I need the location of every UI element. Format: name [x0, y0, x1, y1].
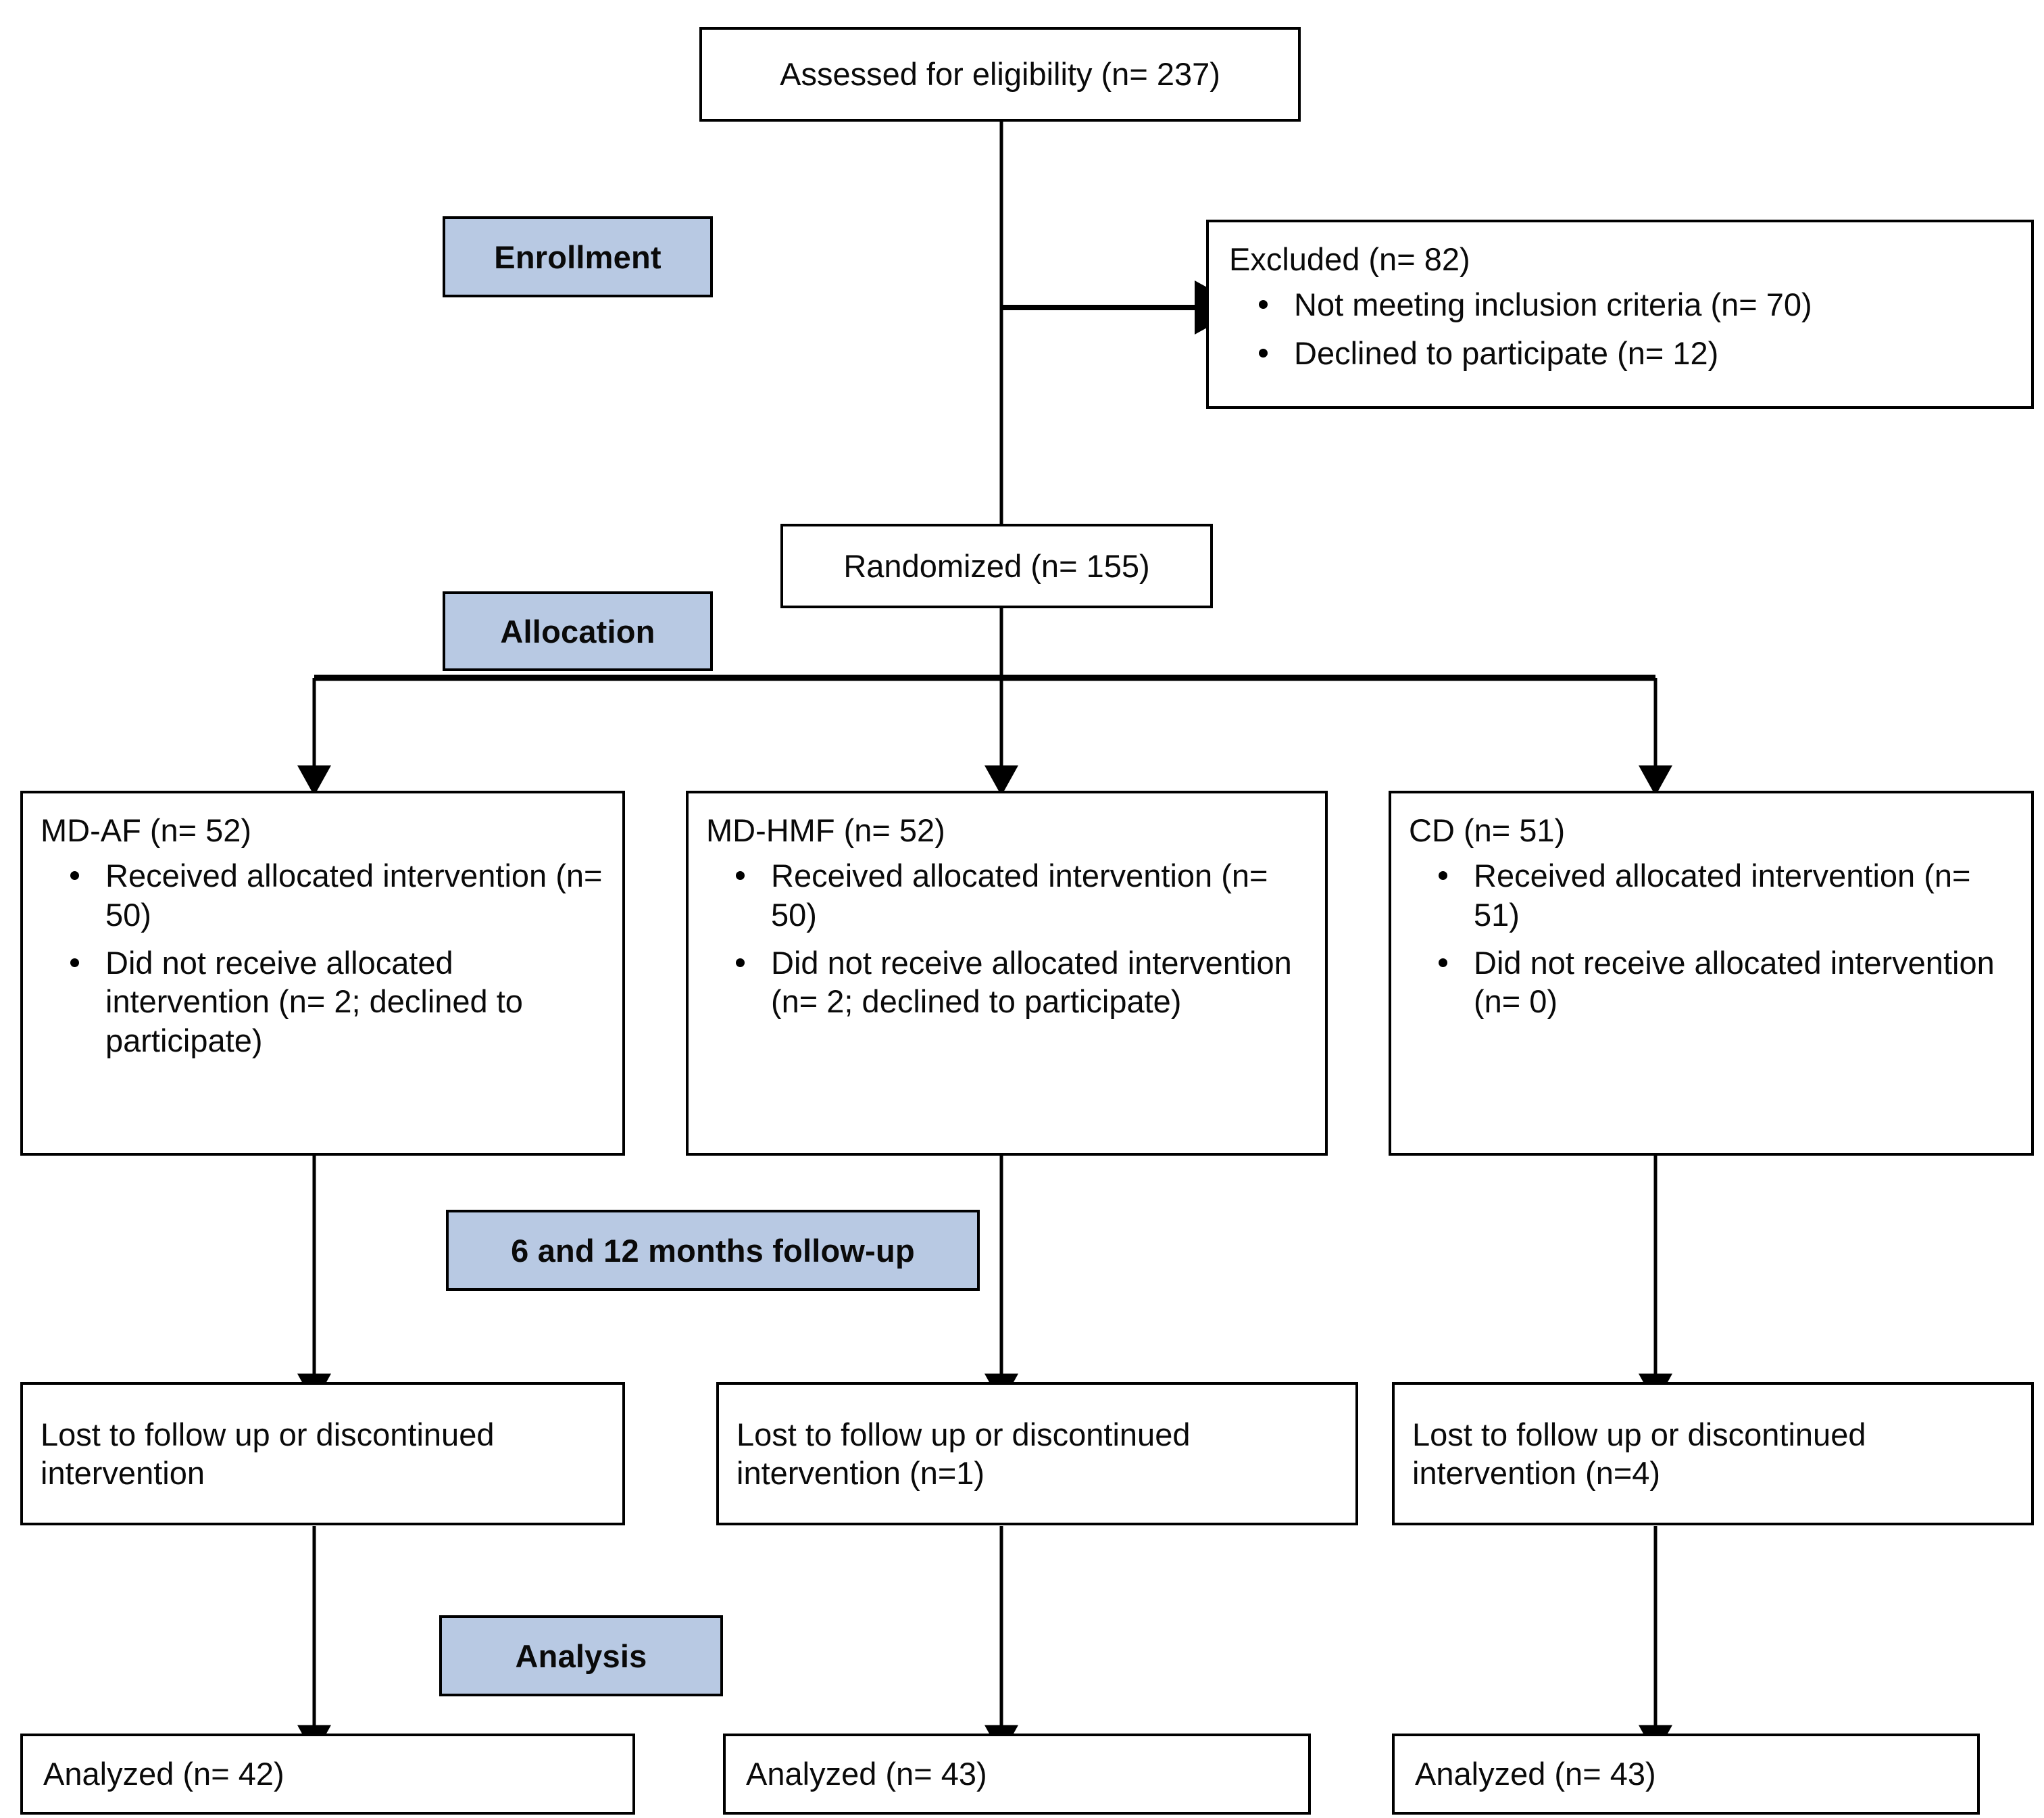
allocation-box-cd: CD (n= 51) Received allocated interventi… — [1389, 791, 2034, 1156]
randomized-box: Randomized (n= 155) — [780, 524, 1213, 608]
followup-box-cd: Lost to follow up or discontinued interv… — [1392, 1382, 2034, 1525]
list-item: Did not receive allocated intervention (… — [41, 943, 605, 1060]
stage-label-followup: 6 and 12 months follow-up — [446, 1210, 980, 1291]
excluded-reason-list: Not meeting inclusion criteria (n= 70) D… — [1229, 285, 2011, 372]
list-item: Not meeting inclusion criteria (n= 70) — [1229, 285, 2011, 324]
excluded-title: Excluded (n= 82) — [1229, 241, 1470, 277]
list-item: Received allocated intervention (n= 50) — [41, 856, 605, 934]
analyzed-box-cd: Analyzed (n= 43) — [1392, 1734, 1980, 1815]
stage-label-followup-text: 6 and 12 months follow-up — [511, 1232, 915, 1269]
allocation-heading-cd: CD (n= 51) — [1409, 812, 1566, 848]
analyzed-box-md-hmf: Analyzed (n= 43) — [723, 1734, 1311, 1815]
allocation-item-list-md-af: Received allocated intervention (n= 50) … — [41, 856, 605, 1060]
list-item: Received allocated intervention (n= 51) — [1409, 856, 2014, 934]
allocation-heading-md-af: MD-AF (n= 52) — [41, 812, 252, 848]
allocation-heading-md-hmf: MD-HMF (n= 52) — [706, 812, 945, 848]
followup-box-md-af: Lost to follow up or discontinued interv… — [20, 1382, 625, 1525]
followup-text-md-hmf: Lost to follow up or discontinued interv… — [737, 1416, 1191, 1491]
allocation-box-md-af: MD-AF (n= 52) Received allocated interve… — [20, 791, 625, 1156]
stage-label-analysis-text: Analysis — [515, 1638, 647, 1674]
stage-label-enrollment-text: Enrollment — [494, 239, 662, 275]
followup-box-md-hmf: Lost to follow up or discontinued interv… — [716, 1382, 1358, 1525]
assessed-for-eligibility-text: Assessed for eligibility (n= 237) — [780, 56, 1220, 93]
randomized-text: Randomized (n= 155) — [843, 547, 1150, 584]
followup-text-cd: Lost to follow up or discontinued interv… — [1412, 1416, 1866, 1491]
allocation-item-list-md-hmf: Received allocated intervention (n= 50) … — [706, 856, 1307, 1021]
analyzed-text-md-hmf: Analyzed (n= 43) — [746, 1756, 987, 1792]
stage-label-allocation-text: Allocation — [500, 613, 655, 649]
followup-text-md-af: Lost to follow up or discontinued interv… — [41, 1416, 495, 1491]
analyzed-text-md-af: Analyzed (n= 42) — [43, 1756, 284, 1792]
excluded-box: Excluded (n= 82) Not meeting inclusion c… — [1206, 220, 2034, 409]
stage-label-allocation: Allocation — [443, 591, 713, 671]
assessed-for-eligibility-box: Assessed for eligibility (n= 237) — [699, 27, 1301, 122]
list-item: Did not receive allocated intervention (… — [1409, 943, 2014, 1021]
list-item: Did not receive allocated intervention (… — [706, 943, 1307, 1021]
analyzed-text-cd: Analyzed (n= 43) — [1415, 1756, 1656, 1792]
allocation-item-list-cd: Received allocated intervention (n= 51) … — [1409, 856, 2014, 1021]
stage-label-enrollment: Enrollment — [443, 216, 713, 297]
list-item: Declined to participate (n= 12) — [1229, 334, 2011, 372]
list-item: Received allocated intervention (n= 50) — [706, 856, 1307, 934]
analyzed-box-md-af: Analyzed (n= 42) — [20, 1734, 635, 1815]
allocation-box-md-hmf: MD-HMF (n= 52) Received allocated interv… — [686, 791, 1328, 1156]
stage-label-analysis: Analysis — [439, 1615, 723, 1696]
